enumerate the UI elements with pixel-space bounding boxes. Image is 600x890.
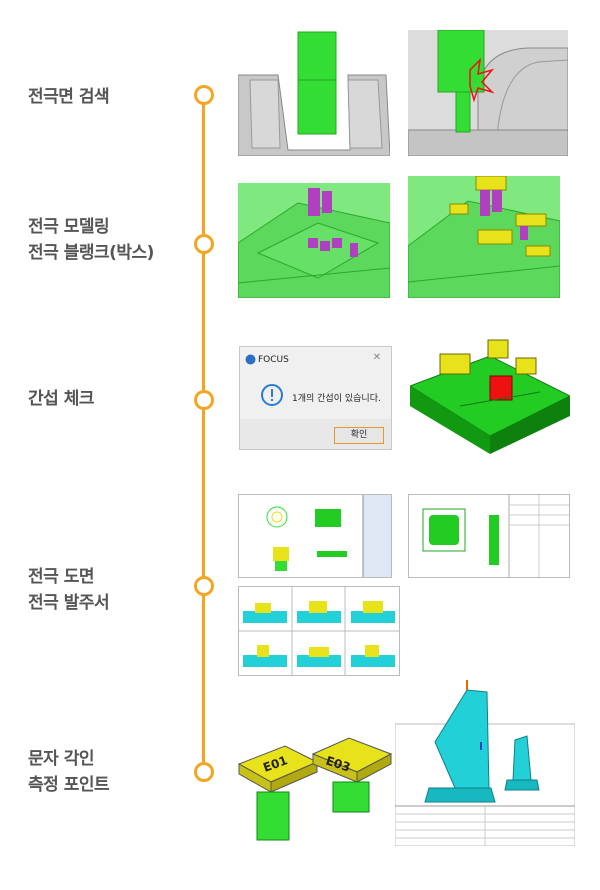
interference-image: [410, 336, 570, 456]
close-icon[interactable]: ✕: [372, 352, 381, 363]
info-icon: [261, 384, 283, 406]
modeling-image-1: [238, 183, 390, 298]
step-label-2: 전극 모델링 전극 블랭크(박스): [28, 217, 154, 263]
dialog-title: FOCUS: [258, 355, 289, 365]
step-label-3: 간섭 체크: [28, 389, 94, 409]
step-label-1: 전극면 검색: [28, 87, 110, 107]
timeline-line: [202, 94, 205, 770]
timeline-node-5: [194, 762, 214, 782]
step-label-4: 전극 도면 전극 발주서: [28, 567, 110, 613]
focus-app-icon: [245, 354, 256, 365]
timeline-node-3: [194, 390, 214, 410]
step-label-5: 문자 각인 측정 포인트: [28, 749, 110, 795]
interference-dialog: FOCUS ✕ 1개의 간섭이 있습니다. 확인: [239, 346, 392, 450]
dialog-message: 1개의 간섭이 있습니다.: [292, 394, 381, 404]
timeline-node-4: [194, 576, 214, 596]
order-sheet-image: [238, 586, 400, 676]
engrave-image: E01 E03: [237, 724, 393, 850]
modeling-image-2: [408, 176, 560, 298]
surface-search-image-2: [408, 30, 568, 156]
drawing-image-2: [408, 494, 570, 578]
measure-point-image: [395, 680, 575, 846]
drawing-image-1: [238, 494, 392, 578]
ok-button[interactable]: 확인: [334, 427, 384, 444]
timeline-node-1: [194, 85, 214, 105]
surface-search-image-1: [238, 30, 390, 156]
timeline-node-2: [194, 234, 214, 254]
